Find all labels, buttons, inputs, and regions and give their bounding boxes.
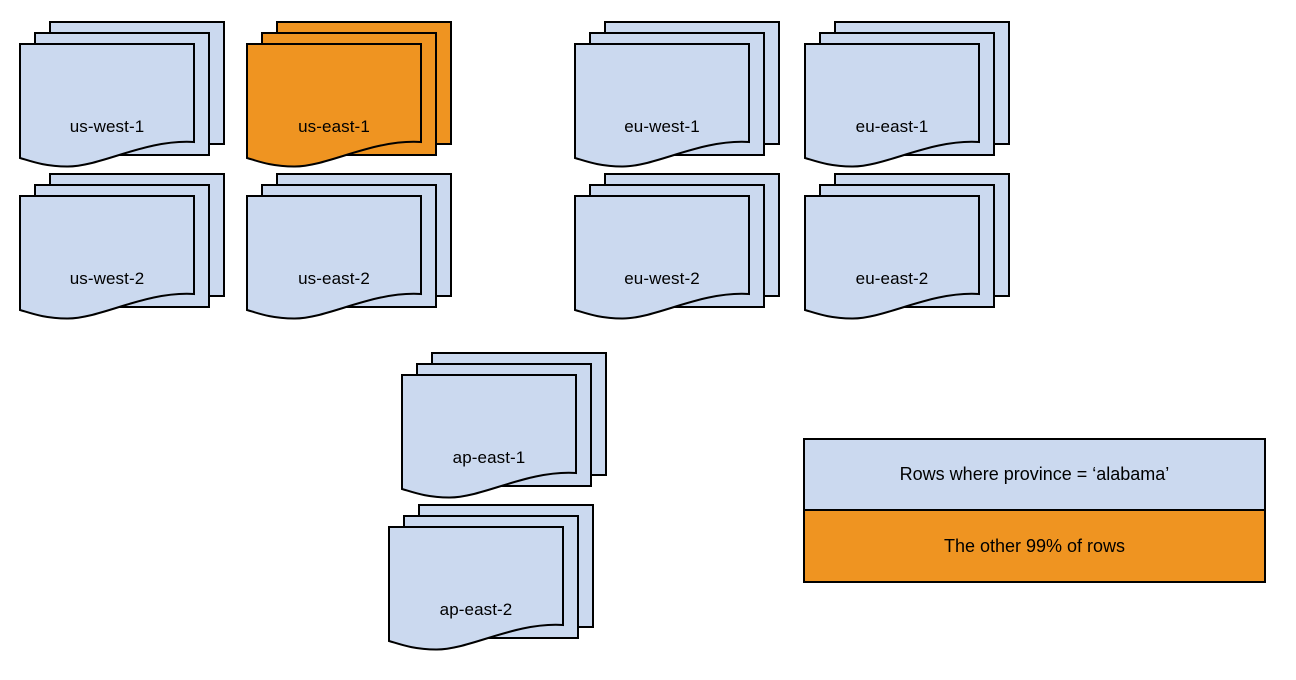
region-stack-ap-east-2[interactable]: ap-east-2 [388,504,639,675]
document-sheet-front [574,43,750,168]
region-stack-eu-west-2[interactable]: eu-west-2 [574,173,825,344]
legend-row-other: The other 99% of rows [805,510,1264,581]
region-stack-eu-east-1[interactable]: eu-east-1 [804,21,1055,192]
document-sheet-front [388,526,564,651]
region-stack-us-west-2[interactable]: us-west-2 [19,173,270,344]
document-sheet-front [19,195,195,320]
region-stack-eu-east-2[interactable]: eu-east-2 [804,173,1055,344]
document-sheet-front [574,195,750,320]
legend-label-other: The other 99% of rows [943,535,1126,556]
document-sheet-front [804,195,980,320]
region-stack-eu-west-1[interactable]: eu-west-1 [574,21,825,192]
document-sheet-front [19,43,195,168]
region-stack-us-west-1[interactable]: us-west-1 [19,21,270,192]
document-sheet-front [246,43,422,168]
legend-label-match: Rows where province = ‘alabama’ [899,464,1170,485]
document-sheet-front [804,43,980,168]
document-sheet-front [246,195,422,320]
region-stack-us-east-1[interactable]: us-east-1 [246,21,497,192]
region-stack-ap-east-1[interactable]: ap-east-1 [401,352,652,523]
legend-row-match: Rows where province = ‘alabama’ [805,440,1264,511]
region-stack-us-east-2[interactable]: us-east-2 [246,173,497,344]
legend: Rows where province = ‘alabama’ The othe… [803,438,1266,583]
document-sheet-front [401,374,577,499]
